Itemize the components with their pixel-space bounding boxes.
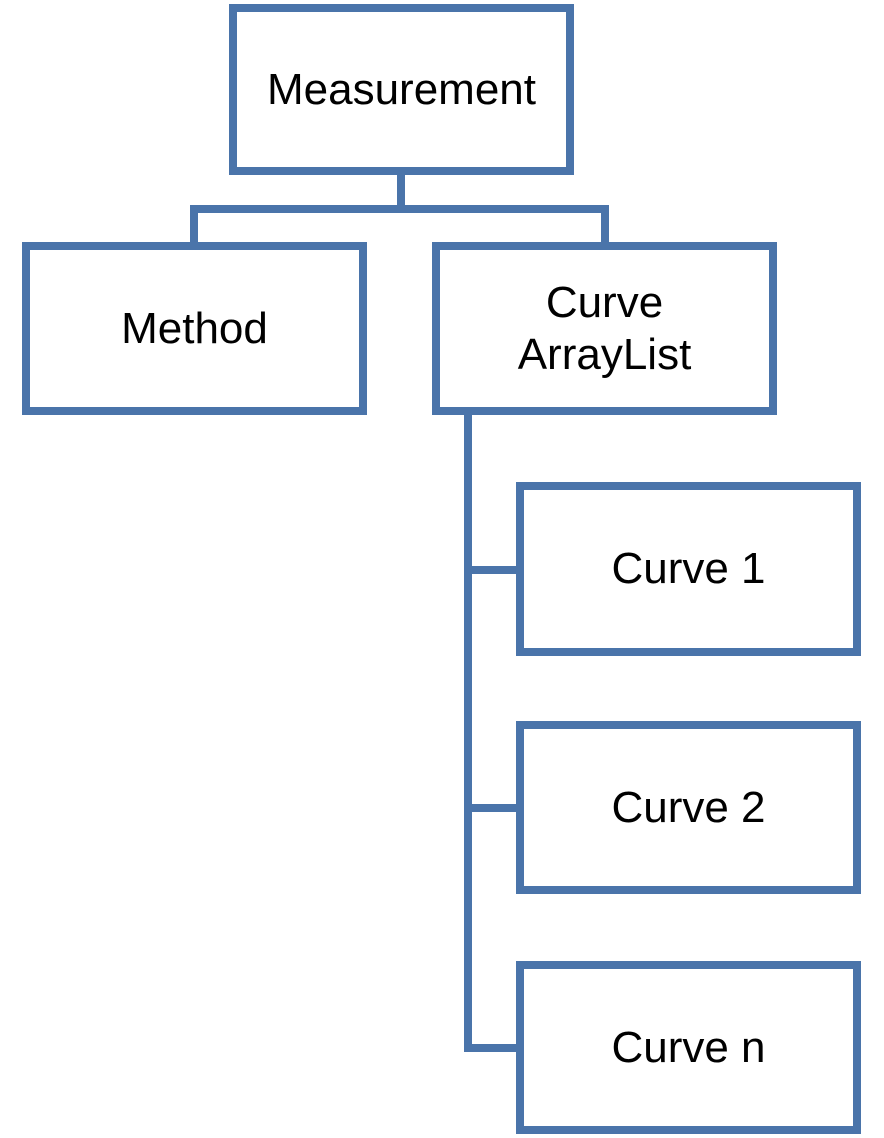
curve-arraylist-node: Curve ArrayList [432,242,777,415]
curve-arraylist-label-line2: ArrayList [517,329,692,379]
curve-n-label: Curve n [611,1022,766,1072]
method-node: Method [22,242,367,415]
curve-1-node: Curve 1 [516,482,861,656]
curve-arraylist-label-line1: Curve [545,277,664,327]
curve-1-label: Curve 1 [611,544,766,594]
curve-n-node: Curve n [516,961,861,1134]
method-label: Method [121,303,268,353]
curve-2-label: Curve 2 [611,782,766,832]
curve-2-node: Curve 2 [516,721,861,894]
measurement-node: Measurement [229,4,574,175]
measurement-label: Measurement [266,64,536,114]
